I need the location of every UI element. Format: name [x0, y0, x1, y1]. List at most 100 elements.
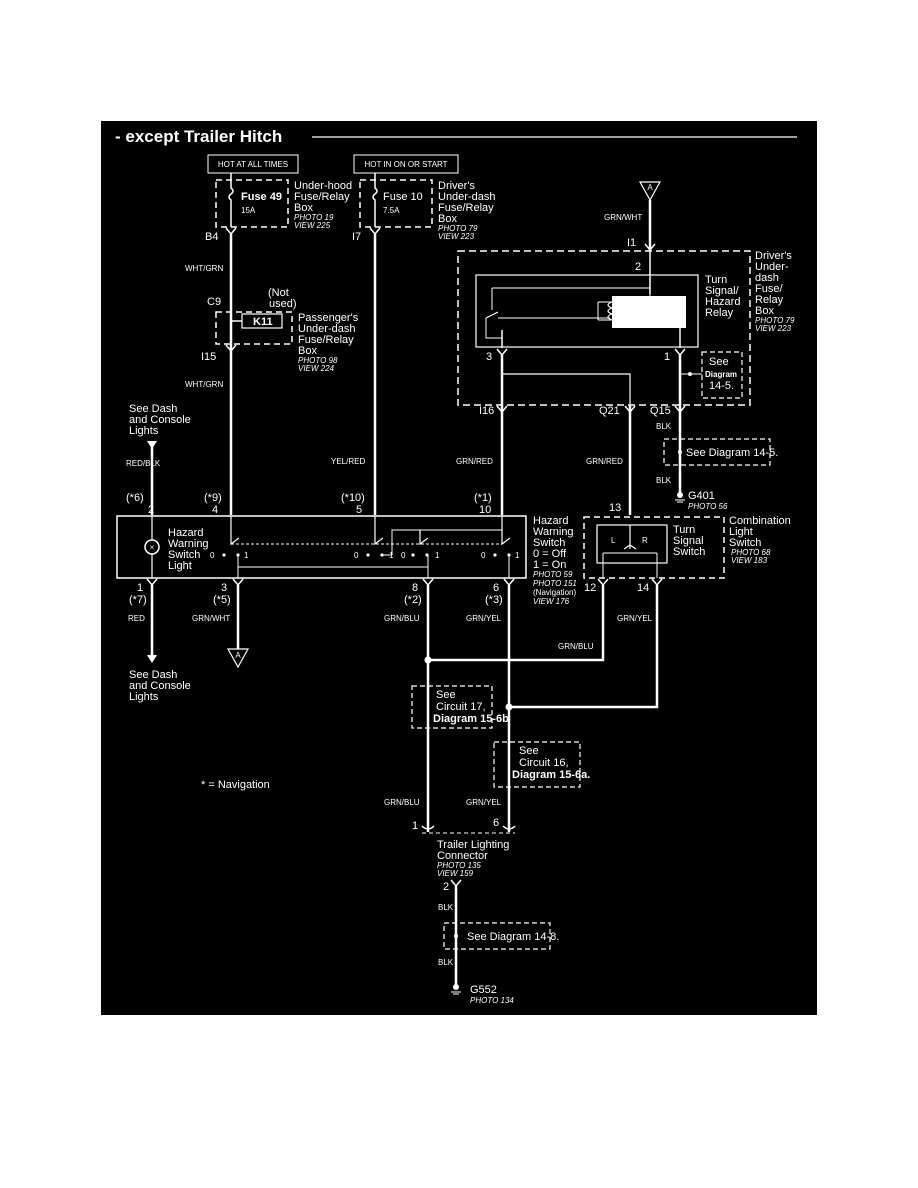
hazard-sw2-zero: 0 [354, 551, 359, 560]
fuse49-photo: PHOTO 19 [294, 213, 334, 222]
hazard-switch-box [116, 515, 527, 579]
see-dash-bottom-line1: See Dash [129, 669, 177, 681]
combo-switch-dashed-box [583, 516, 725, 579]
hazard-photo-1: PHOTO 59 [533, 570, 573, 579]
fuse10-view: VIEW 223 [438, 232, 475, 241]
fuse10-box-line1: Driver's [438, 180, 475, 192]
k11-label: K11 [253, 316, 273, 328]
wire-grn-yel-combo [509, 585, 659, 709]
driver-box-line1: Driver's [755, 250, 792, 262]
driver-box-line2: Under- [755, 261, 789, 273]
wire-label-grn-yel-2: GRN/YEL [617, 614, 653, 623]
wire-label-blk-4: BLK [438, 958, 454, 967]
turn-signal-relay-box [475, 274, 699, 348]
wire-relay-to-q21 [502, 373, 631, 406]
wire-label-grn-blu-3: GRN/BLU [384, 798, 420, 807]
combo-l: L [611, 536, 616, 545]
driver-box-view: VIEW 223 [755, 324, 792, 333]
passenger-box-dashed [215, 311, 293, 345]
hazard-navigation: (Navigation) [533, 588, 576, 597]
see-circuit-17-line3: Diagram 15-6b [433, 713, 509, 725]
combo-pin-12: 12 [584, 582, 596, 594]
wiring-diagram: - except Trailer Hitch HOT AT ALL TIMES … [101, 121, 817, 1015]
combo-r: R [642, 536, 648, 545]
turn-signal-switch-box [596, 524, 668, 564]
see-dash-bottom-line3: Lights [129, 691, 159, 703]
hot-at-all-times-label: HOT AT ALL TIMES [218, 160, 288, 169]
relay-line3: Hazard [705, 296, 740, 308]
fuse10-photo: PHOTO 79 [438, 224, 478, 233]
see-circuit-16-line3: Diagram 15-6a. [512, 769, 590, 781]
hazard-top-pin-3: 5 [356, 504, 362, 516]
fuse49-rating: 15A [241, 206, 256, 215]
combo-line3: Switch [729, 537, 761, 549]
passenger-photo: PHOTO 98 [298, 356, 338, 365]
trailer-pin-6: 6 [493, 817, 499, 829]
hazard-top-nav-3: (*10) [341, 492, 365, 504]
hazard-top-nav-4: (*1) [474, 492, 492, 504]
relay-line2: Signal/ [705, 285, 740, 297]
hazard-switch-on: 1 = On [533, 559, 566, 571]
terminal-b4: B4 [205, 231, 218, 243]
hazard-bottom-pin-2: 3 [221, 582, 227, 594]
combo-view: VIEW 183 [731, 556, 768, 565]
hazard-light-label-1: Hazard [168, 527, 203, 539]
driver-box-dashed [457, 250, 751, 406]
wire-label-blk-1: BLK [656, 422, 672, 431]
passenger-box-line2: Under-dash [298, 323, 355, 335]
wire-label-wht-grn-1: WHT/GRN [185, 264, 223, 273]
passenger-box-line4: Box [298, 345, 317, 357]
hazard-bottom-nav-2: (*5) [213, 594, 231, 606]
hazard-switch-line1: Hazard [533, 515, 568, 527]
hazard-sw1-one: 1 [244, 551, 249, 560]
fuse10-symbol [372, 180, 378, 227]
hazard-switch-contact-4 [501, 516, 511, 546]
hazard-sw1-zero: 0 [210, 551, 215, 560]
not-used-line1: (Not [268, 287, 289, 299]
hazard-bottom-nav-4: (*3) [485, 594, 503, 606]
fuse49-name: Fuse 49 [241, 191, 282, 203]
hot-at-all-times-box [207, 154, 299, 174]
driver-box-photo: PHOTO 79 [755, 316, 795, 325]
see-circuit-16-line2: Circuit 16, [519, 757, 569, 769]
wire-label-grn-wht-top: GRN/WHT [604, 213, 642, 222]
hazard-bottom-pin-3: 8 [412, 582, 418, 594]
hazard-photo-2: PHOTO 151 [533, 579, 577, 588]
wire-label-grn-yel-3: GRN/YEL [466, 798, 502, 807]
terminal-i15: I15 [201, 351, 216, 363]
connector-a-bottom-symbol: A [235, 651, 241, 660]
terminal-q21: Q21 [599, 405, 620, 417]
wire-label-red-blk-1: RED/BLK [126, 459, 161, 468]
hot-in-on-start-label: HOT IN ON OR START [364, 160, 447, 169]
diagram-title: - except Trailer Hitch [115, 127, 282, 146]
driver-box-line5: Relay [755, 294, 784, 306]
trailer-line2: Connector [437, 850, 488, 862]
terminal-c9: C9 [207, 296, 221, 308]
hazard-sw4-zero: 0 [481, 551, 486, 560]
hazard-switch-contact-1 [230, 516, 240, 546]
wire-label-grn-red-1: GRN/RED [456, 457, 493, 466]
fuse10-box-line3: Fuse/Relay [438, 202, 494, 214]
combo-photo: PHOTO 68 [731, 548, 771, 557]
trailer-view: VIEW 159 [437, 869, 474, 878]
g401-name: G401 [688, 490, 715, 502]
trailer-connector-terminals [421, 825, 516, 830]
combo-inner-1: Turn [673, 524, 695, 536]
combo-line1: Combination [729, 515, 791, 527]
wire-label-yel-red: YEL/RED [331, 457, 365, 466]
hazard-switch-contact-2 [374, 516, 384, 546]
combo-line2: Light [729, 526, 753, 538]
relay-contact [485, 311, 499, 319]
g552-photo: PHOTO 134 [470, 996, 514, 1005]
hazard-switch-line3: Switch [533, 537, 565, 549]
trailer-line1: Trailer Lighting [437, 839, 509, 851]
terminal-i1: I1 [627, 237, 636, 249]
fuse49-box-line2: Fuse/Relay [294, 191, 350, 203]
see-14-5-box [701, 351, 743, 399]
hot-in-on-start-box [353, 154, 459, 174]
fuse10-rating: 7.5A [383, 206, 400, 215]
driver-pin-3: 3 [486, 351, 492, 363]
hazard-light-label-4: Light [168, 560, 192, 572]
arrow-to-dash-lights [147, 655, 157, 663]
wire-grn-blu-combo [428, 585, 605, 662]
